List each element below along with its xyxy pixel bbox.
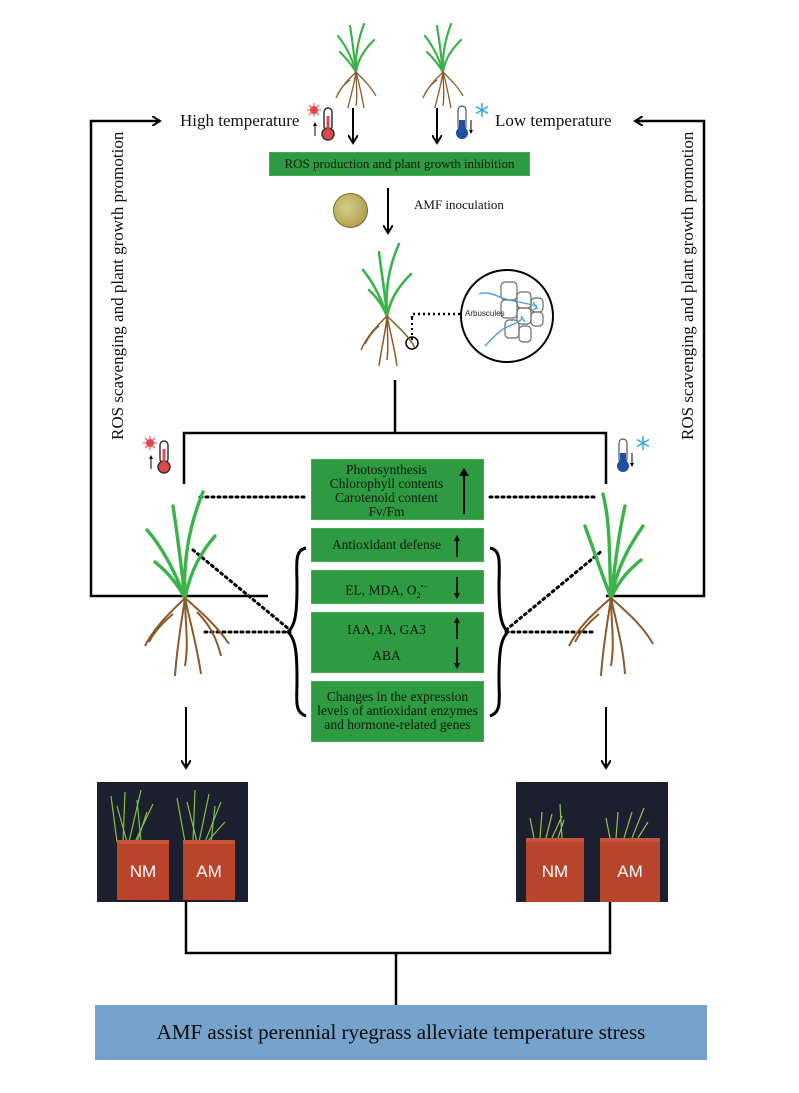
effect-box-hormones: IAA, JA, GA3 ABA	[311, 612, 484, 673]
right-feedback-loop	[606, 121, 706, 598]
snowflake-icon	[475, 103, 489, 117]
left-curly-brace	[285, 546, 307, 718]
down-arrow-icon	[454, 577, 460, 599]
pot-nm: NM	[117, 840, 169, 900]
bottom-join-line	[184, 902, 612, 955]
conclusion-box: AMF assist perennial ryegrass alleviate …	[95, 1005, 707, 1060]
effect-box-el-mda: EL, MDA, O2•−	[311, 570, 484, 604]
dotted-left-leaf-to-brace	[191, 548, 292, 632]
photo-low-temp: NM AM	[516, 782, 668, 902]
amf-inoculation-label: AMF inoculation	[414, 197, 504, 212]
pot-am: AM	[600, 838, 660, 902]
effect-line: Fv/Fm	[368, 504, 405, 519]
effect-line: Chlorophyll contents	[329, 476, 444, 491]
plant-icon-top-left	[335, 22, 377, 109]
pot-label-nm: NM	[541, 862, 569, 881]
effect-line: EL, MDA, O	[345, 582, 417, 598]
plant-icon-high-temp	[144, 490, 230, 677]
effect-line: IAA, JA, GA3	[347, 622, 426, 637]
thermometer-high-icon-mid	[143, 436, 171, 474]
photo-high-temp: NM AM	[97, 782, 248, 902]
pot-label-am: AM	[196, 862, 222, 881]
effect-box-photosynthesis: Photosynthesis Chlorophyll contents Caro…	[311, 459, 484, 520]
effect-box-antioxidant: Antioxidant defense	[311, 528, 484, 562]
high-temperature-label: High temperature	[180, 111, 300, 130]
amf-spore-image	[333, 193, 368, 228]
low-temperature-label: Low temperature	[495, 111, 612, 130]
up-arrow-icon	[454, 617, 460, 639]
thermometer-high-icon	[307, 103, 335, 141]
grass-tufts	[110, 789, 226, 843]
thermometer-low-icon-mid	[617, 436, 650, 472]
down-arrow-icon	[454, 647, 460, 669]
plant-icon-inoculated	[360, 242, 416, 367]
effect-line: levels of antioxidant enzymes	[317, 703, 478, 718]
effect-box-gene-expression: Changes in the expression levels of anti…	[311, 681, 484, 742]
right-loop-label: ROS scavenging and plant growth promotio…	[678, 131, 697, 440]
arbuscule-inset: Arbuscules	[460, 269, 554, 363]
effect-line: and hormone-related genes	[324, 717, 471, 732]
pot-label-nm: NM	[129, 862, 157, 881]
subscript: 2	[416, 591, 421, 601]
effect-line: Antioxidant defense	[331, 537, 442, 552]
effect-line: Carotenoid content	[334, 490, 439, 505]
right-curly-brace	[489, 546, 511, 718]
dotted-right-brace-to-leaf	[504, 548, 605, 632]
plant-icon-low-temp	[568, 492, 654, 677]
up-arrow-icon	[459, 468, 469, 514]
pot-label-am: AM	[617, 862, 643, 881]
superscript: •−	[420, 582, 428, 591]
thermometer-low-icon	[456, 103, 489, 139]
pot-nm: NM	[526, 838, 584, 902]
pot-am: AM	[183, 840, 235, 900]
root-zoom-circle	[405, 336, 419, 350]
arbuscules-label: Arbuscules	[465, 309, 505, 318]
snowflake-icon	[636, 436, 650, 450]
left-loop-label: ROS scavenging and plant growth promotio…	[108, 131, 127, 440]
ros-production-box: ROS production and plant growth inhibiti…	[269, 152, 530, 176]
plant-icon-top-right	[422, 22, 464, 109]
left-feedback-loop	[89, 121, 268, 598]
dotted-root-to-arbuscule	[410, 312, 460, 318]
grass-tufts	[529, 803, 649, 839]
mid-branch-line	[182, 431, 608, 484]
effect-line: ABA	[372, 648, 401, 663]
up-arrow-icon	[454, 535, 460, 557]
effect-line: Changes in the expression	[326, 689, 469, 704]
effect-line: Photosynthesis	[345, 462, 427, 477]
